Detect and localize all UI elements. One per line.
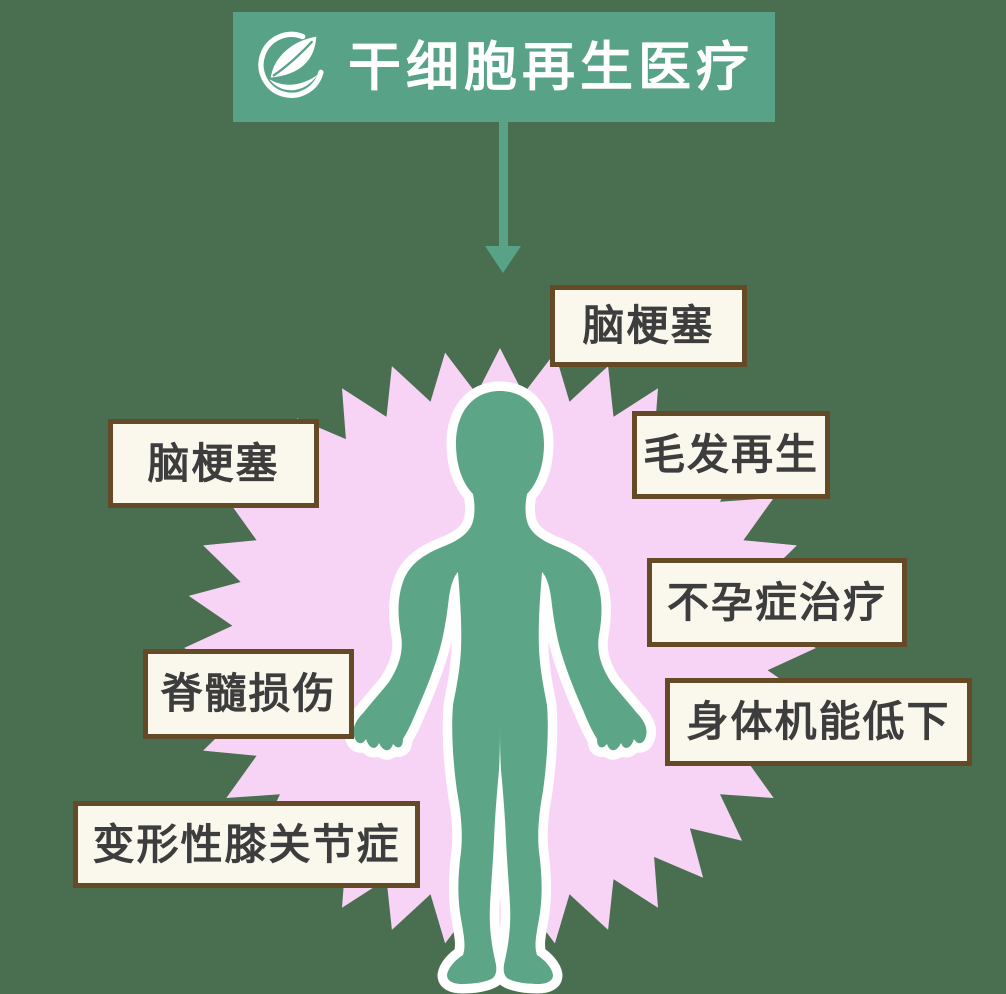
header-title: 干细胞再生医疗	[348, 37, 754, 97]
label-hair-regeneration: 毛发再生	[632, 411, 830, 499]
label-physical-function-decline: 身体机能低下	[665, 678, 972, 766]
leaf-icon	[258, 31, 324, 98]
down-arrow-head	[485, 246, 521, 273]
label-knee-osteoarthritis: 变形性膝关节症	[73, 801, 420, 888]
down-arrow-stem	[499, 122, 508, 248]
header-banner: 干细胞再生医疗	[233, 12, 775, 122]
human-body-silhouette	[344, 381, 656, 994]
label-cerebral-infarction-top: 脑梗塞	[550, 285, 747, 367]
label-cerebral-infarction-left: 脑梗塞	[108, 419, 319, 508]
label-infertility-treatment: 不孕症治疗	[647, 558, 907, 647]
label-spinal-cord-injury: 脊髓损伤	[143, 649, 354, 739]
